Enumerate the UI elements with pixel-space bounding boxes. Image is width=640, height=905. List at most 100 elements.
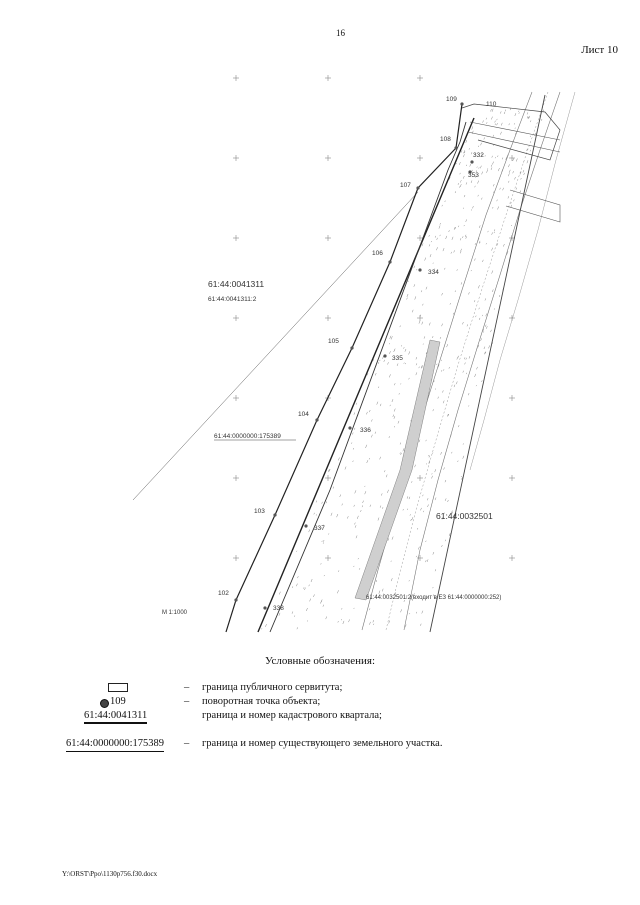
hatch-mark (377, 362, 380, 364)
hatch-mark (485, 243, 487, 245)
hatch-mark (483, 331, 485, 333)
hatch-mark (474, 185, 476, 188)
quarter-label: 61:44:0041311 (208, 279, 264, 289)
hatch-mark (353, 504, 355, 507)
hatch-mark (323, 574, 325, 577)
point-label: 103 (254, 508, 265, 515)
hatch-mark (444, 479, 447, 483)
hatch-mark (425, 439, 427, 442)
hatch-mark (465, 357, 467, 360)
hatch-mark (428, 244, 431, 247)
hatch-mark (437, 396, 439, 399)
terrain-edge-line (469, 91, 576, 471)
hatch-mark (381, 493, 383, 496)
hatch-mark (512, 158, 514, 160)
hatch-mark (366, 460, 369, 464)
servitude-top-outline (469, 121, 561, 141)
legend-dash: – (184, 682, 190, 693)
hatch-mark (393, 408, 396, 412)
hatch-mark (453, 384, 456, 388)
hatch-mark (468, 148, 470, 150)
hatch-mark (389, 404, 391, 407)
hatch-mark (418, 320, 421, 324)
hatch-mark (423, 510, 425, 513)
hatch-mark (294, 615, 296, 617)
hatch-mark (479, 242, 481, 244)
hatch-mark (410, 519, 412, 521)
hatch-mark (479, 240, 481, 243)
hatch-mark (475, 170, 477, 173)
hatch-mark (494, 123, 496, 126)
hatch-mark (482, 259, 484, 263)
hatch-mark (459, 186, 461, 188)
hatch-mark (492, 161, 494, 165)
hatch-mark (470, 209, 472, 211)
hatch-mark (332, 486, 335, 489)
hatch-mark (497, 206, 499, 210)
hatch-mark (451, 236, 454, 240)
hatch-mark (425, 540, 427, 543)
hatch-mark (468, 292, 470, 295)
hatch-mark (477, 180, 479, 184)
legend-symbol-text: 61:44:0041311 (84, 710, 148, 724)
hatch-mark (401, 345, 403, 347)
hatch-mark (484, 351, 487, 354)
hatch-mark (411, 517, 414, 521)
hatch-mark (405, 595, 408, 599)
hatch-mark (415, 555, 417, 558)
legend-symbol-text: 61:44:0000000:175389 (66, 738, 165, 752)
hatch-mark (529, 149, 531, 152)
hatch-mark (321, 526, 323, 529)
hatch-mark (394, 592, 397, 596)
hatch-mark (413, 284, 416, 287)
hatch-mark (408, 580, 410, 582)
embankment-band (354, 339, 441, 601)
hatch-mark (504, 109, 507, 112)
hatch-mark (425, 286, 428, 290)
point-label: 104 (298, 411, 309, 418)
hatch-mark (352, 432, 354, 435)
hatch-mark (481, 380, 483, 383)
hatch-mark (432, 551, 435, 555)
hatch-mark (457, 355, 460, 358)
hatch-mark (474, 153, 476, 155)
hatch-mark (389, 351, 391, 354)
hatch-mark (408, 377, 410, 380)
hatch-mark (402, 448, 405, 452)
hatch-mark (338, 457, 340, 461)
hatch-mark (411, 309, 414, 313)
hatch-mark (485, 324, 487, 327)
hatch-mark (485, 313, 488, 317)
hatch-mark (477, 194, 479, 197)
hatch-mark (478, 167, 480, 169)
hatch-mark (448, 176, 451, 180)
hatch-mark (310, 578, 313, 583)
hatch-mark (379, 505, 382, 508)
hatch-mark (377, 517, 380, 521)
hatch-mark (351, 442, 353, 444)
hatch-mark (451, 510, 453, 514)
hatch-mark (369, 504, 372, 507)
hatch-mark (308, 584, 310, 587)
hatch-mark (490, 167, 493, 170)
hatch-mark (448, 366, 450, 369)
hatch-mark (338, 570, 340, 573)
hatch-mark (369, 621, 371, 625)
hatch-mark (330, 512, 333, 516)
hatch-mark (421, 364, 423, 368)
parcel-label: 61:44:0041311:2 (208, 296, 257, 303)
legend-dash: – (184, 738, 190, 749)
hatch-mark (434, 235, 437, 238)
hatch-mark (541, 118, 543, 121)
hatch-mark (434, 497, 437, 501)
hatch-mark (508, 164, 510, 168)
hatch-mark (507, 196, 510, 199)
hatch-mark (472, 206, 474, 209)
hatch-mark (328, 533, 330, 535)
hatch-mark (403, 599, 405, 602)
hatch-mark (442, 400, 445, 404)
hatch-mark (320, 563, 322, 565)
hatch-mark (526, 160, 529, 164)
hatch-mark (484, 298, 487, 301)
hatch-mark (296, 583, 298, 587)
